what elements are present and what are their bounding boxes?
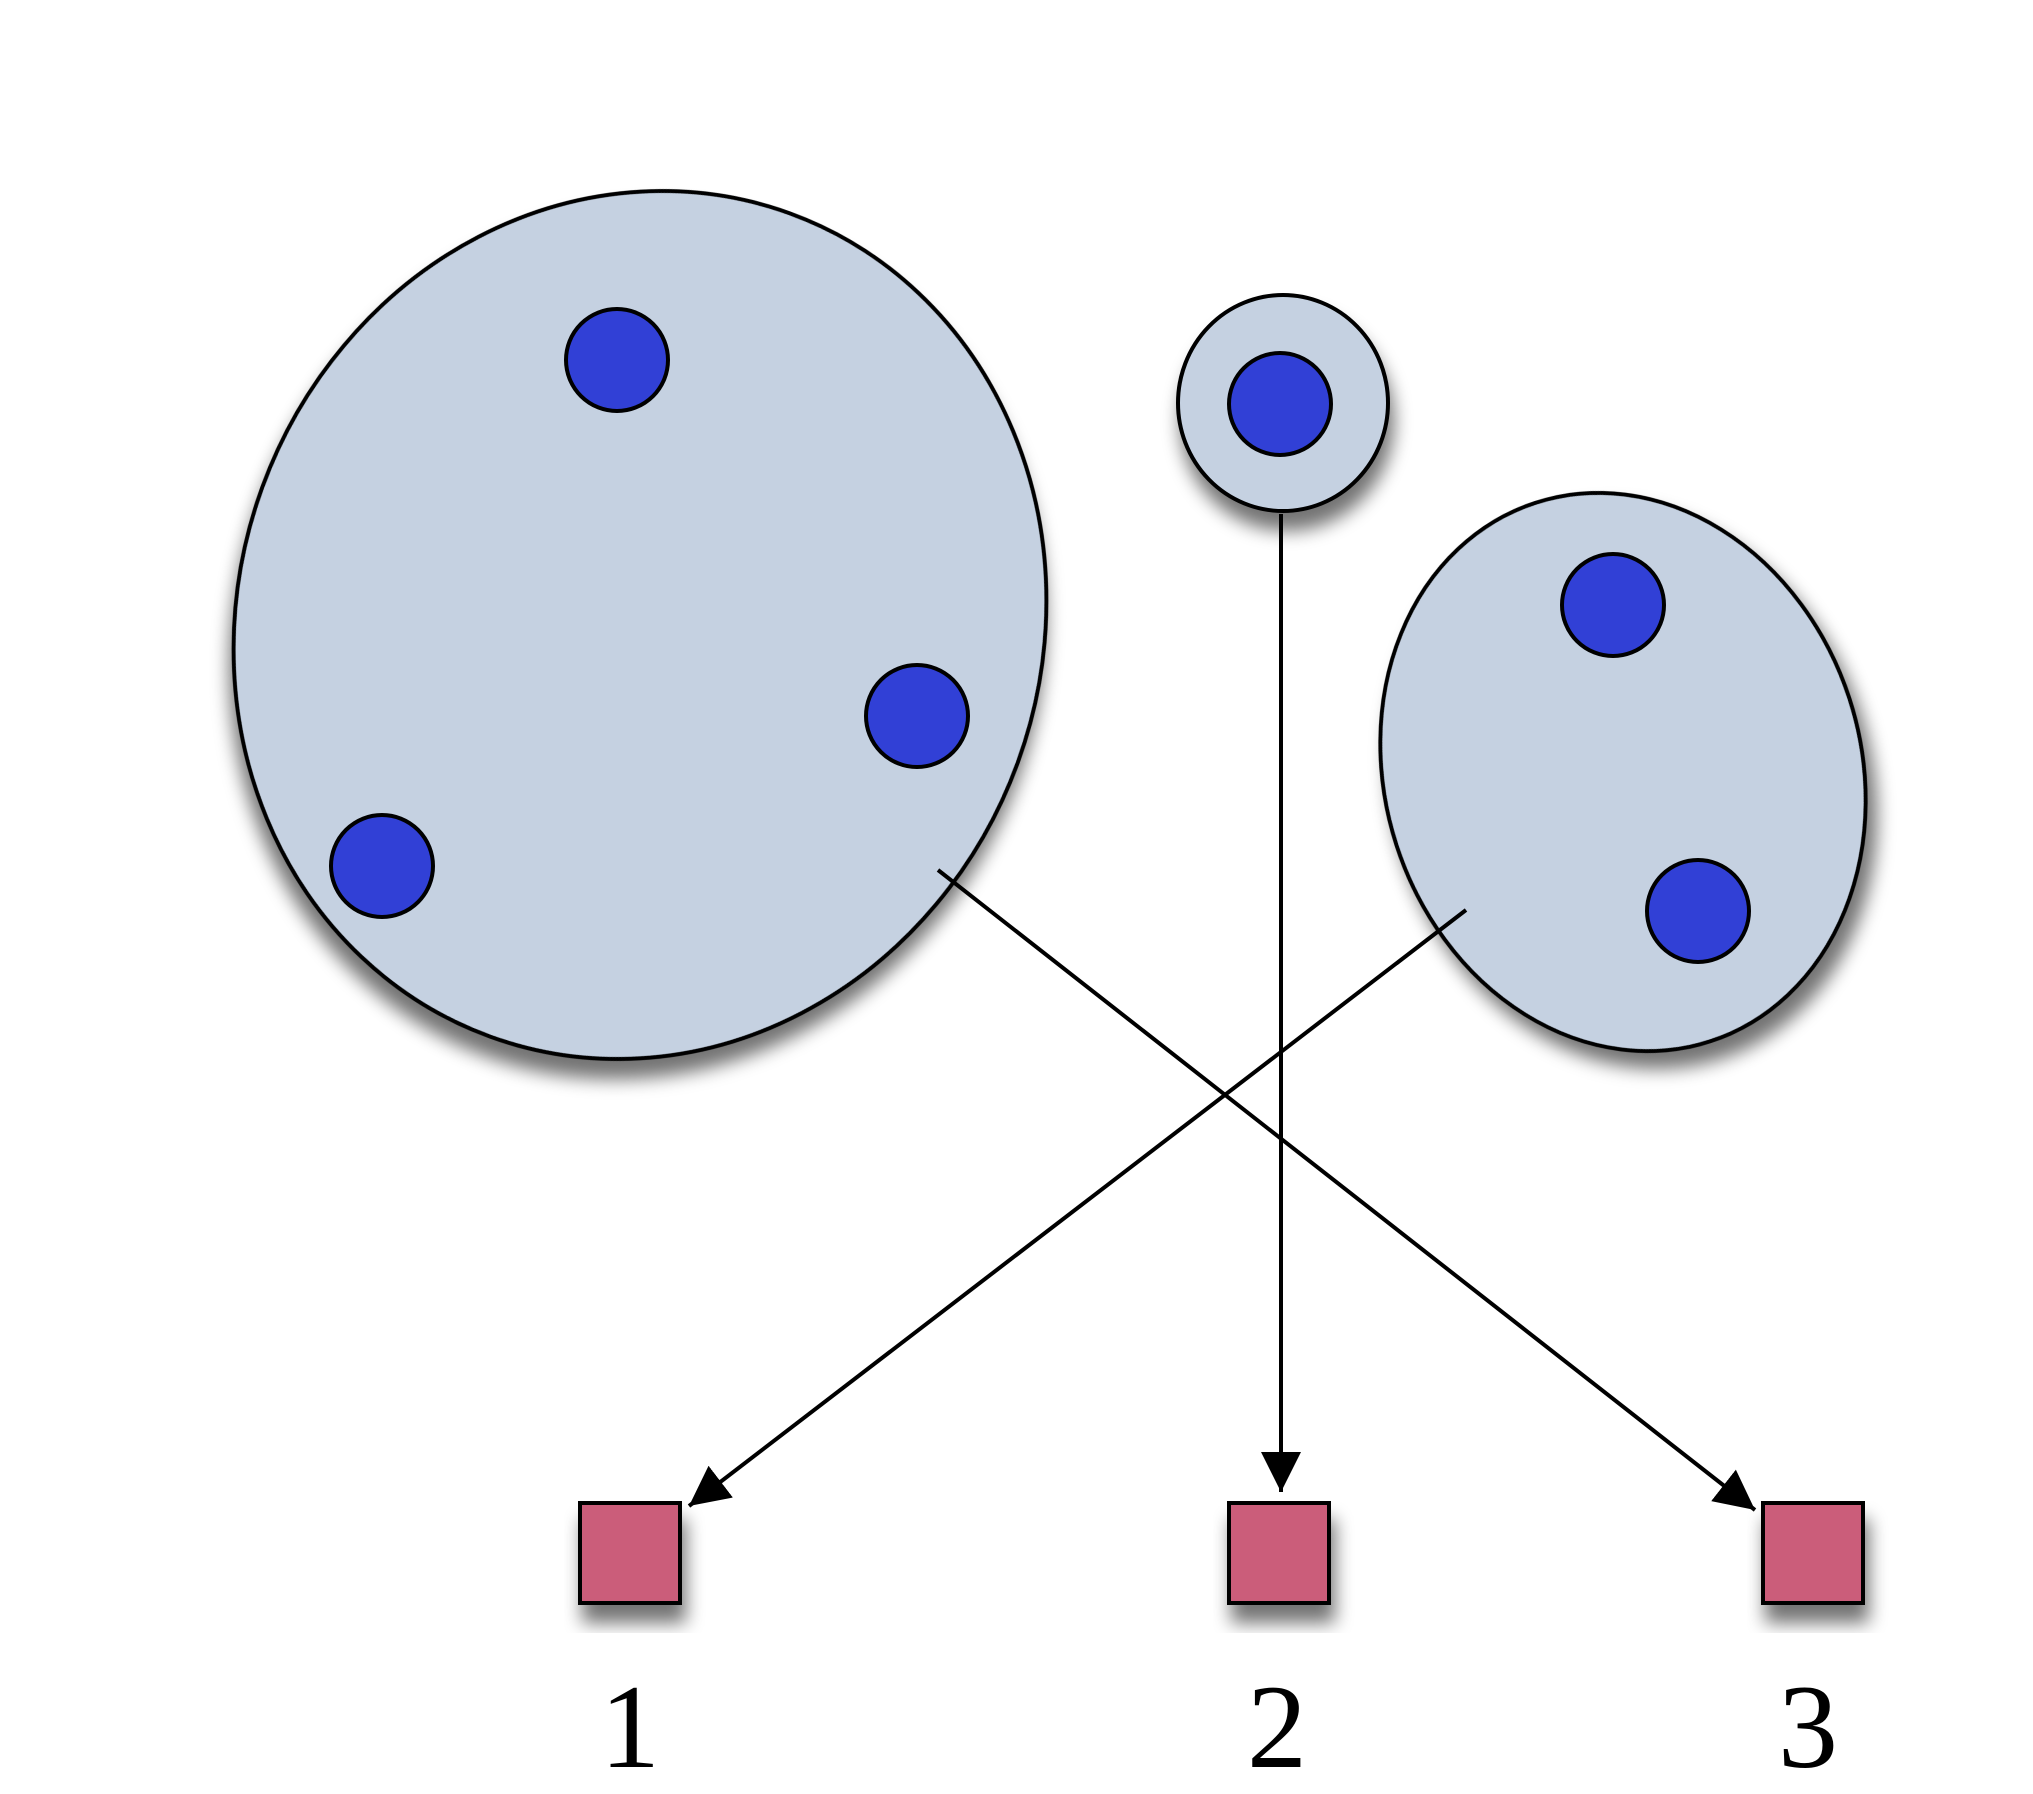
member-point — [329, 813, 435, 919]
bin-label-2: 2 — [1247, 1660, 1307, 1793]
member-point — [1560, 552, 1666, 658]
bin-label-3: 3 — [1778, 1660, 1838, 1793]
member-point — [864, 663, 970, 769]
bin-1 — [578, 1501, 682, 1605]
member-point — [1227, 351, 1333, 457]
cluster-large — [231, 189, 1049, 1061]
cluster-medium — [1378, 490, 1868, 1054]
edge-large-to-3 — [936, 868, 1757, 1512]
member-point — [564, 307, 670, 413]
bin-3 — [1761, 1501, 1865, 1605]
bin-2 — [1227, 1501, 1331, 1605]
edge-medium-to-1 — [687, 908, 1468, 1508]
bin-label-1: 1 — [600, 1660, 660, 1793]
member-point — [1645, 858, 1751, 964]
